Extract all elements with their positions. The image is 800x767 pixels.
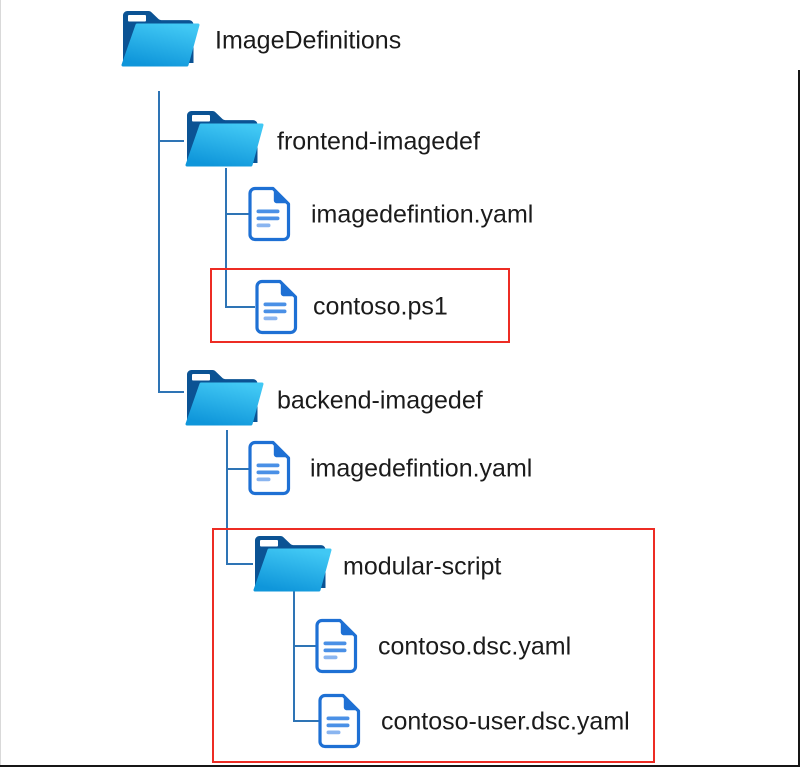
tree-connector-root-vertical — [158, 91, 160, 393]
node-label: contoso-user.dsc.yaml — [381, 707, 630, 736]
tree-connector-to-backend-yaml — [226, 468, 249, 470]
image-right-edge — [798, 70, 800, 767]
file-icon — [248, 440, 291, 496]
node-label: imagedefintion.yaml — [311, 200, 534, 229]
file-icon — [315, 618, 358, 674]
node-label: backend-imagedef — [277, 386, 483, 415]
highlight-box-modular-script — [212, 528, 655, 763]
folder-icon — [185, 370, 264, 426]
node-label: imagedefintion.yaml — [310, 454, 533, 483]
tree-connector-to-frontend — [158, 140, 184, 142]
file-icon — [248, 186, 291, 242]
tree-connector-frontend-vertical — [225, 168, 227, 308]
highlight-box-contoso-ps1 — [210, 268, 510, 343]
tree-connector-to-contoso-dsc — [293, 645, 316, 647]
file-icon — [255, 279, 298, 335]
node-label: contoso.dsc.yaml — [378, 632, 572, 661]
tree-connector-to-modular-script — [226, 563, 253, 565]
node-label: modular-script — [343, 552, 502, 581]
tree-connector-modular-vertical — [293, 591, 295, 722]
folder-icon — [185, 111, 264, 167]
file-icon — [318, 693, 361, 749]
node-label: frontend-imagedef — [277, 127, 480, 156]
node-label: contoso.ps1 — [313, 292, 448, 321]
image-bottom-edge — [0, 765, 800, 767]
tree-connector-to-backend — [158, 391, 184, 393]
folder-icon — [121, 11, 200, 67]
tree-connector-to-contoso-ps1 — [225, 306, 255, 308]
image-left-edge — [0, 0, 1, 767]
tree-connector-to-contoso-user-dsc — [293, 720, 319, 722]
tree-connector-to-frontend-yaml — [225, 213, 249, 215]
tree-connector-backend-vertical — [226, 430, 228, 565]
node-label: ImageDefinitions — [215, 26, 402, 55]
folder-icon — [253, 536, 332, 592]
